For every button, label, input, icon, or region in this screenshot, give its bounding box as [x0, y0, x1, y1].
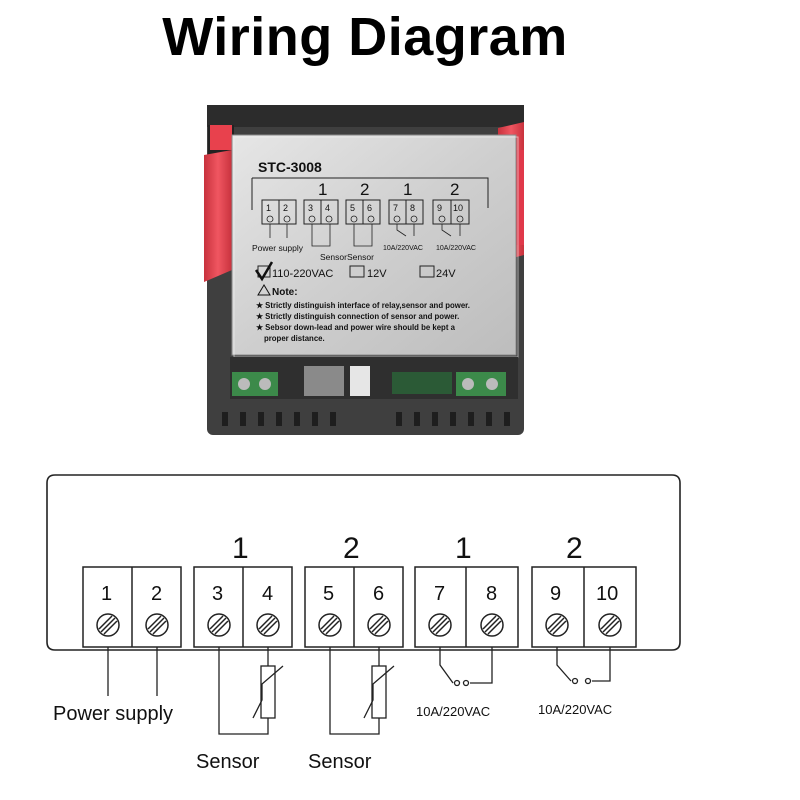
label-power-supply: Power supply — [252, 243, 304, 253]
label-terminal-6: 6 — [367, 203, 372, 213]
group-1-label: 1 — [232, 532, 249, 565]
screw-icon — [428, 613, 452, 637]
relay-group-2-label: 2 — [566, 532, 583, 565]
terminal-7-number: 7 — [434, 583, 445, 605]
screw-icon — [256, 613, 280, 637]
sensor-2-label: Sensor — [308, 751, 372, 773]
warning-icon — [257, 284, 271, 296]
label-terminal-8: 8 — [410, 203, 415, 213]
voltage-checkbox-24v — [419, 265, 435, 278]
housing-vents — [222, 412, 510, 426]
label-group-2: 2 — [360, 180, 369, 199]
note-line-1: ★ Strictly distinguish interface of rela… — [256, 301, 470, 310]
label-terminal-10: 10 — [453, 203, 463, 213]
relay-2-wiring — [556, 647, 611, 685]
label-terminal-4: 4 — [325, 203, 330, 213]
checkmark-icon — [254, 261, 274, 282]
sensor-1-wiring — [218, 647, 284, 735]
relay-2-label: 10A/220VAC — [538, 702, 612, 717]
terminal-3-number: 3 — [212, 583, 223, 605]
pcb-component — [304, 366, 344, 396]
note-line-2: ★ Strictly distinguish connection of sen… — [256, 312, 459, 321]
screw-icon — [145, 613, 169, 637]
terminal-8-number: 8 — [486, 583, 497, 605]
screw-icon — [207, 613, 231, 637]
voltage-option-110-220: 110-220VAC — [272, 268, 333, 280]
terminal-2-number: 2 — [151, 583, 162, 605]
voltage-checkbox-12v — [349, 265, 365, 278]
label-terminal-5: 5 — [350, 203, 355, 213]
device-label-plate — [231, 134, 517, 356]
note-title: Note: — [272, 287, 298, 298]
note-line-4: proper distance. — [264, 334, 325, 343]
wiring-schematic: 1 2 1 2 1 2 3 4 5 6 7 8 9 10 — [46, 474, 681, 773]
voltage-option-24v: 24V — [436, 268, 456, 280]
label-group-4: 2 — [450, 180, 459, 199]
relay-1-wiring — [439, 647, 493, 687]
label-relay-2: 10A/220VAC — [436, 245, 476, 252]
power-supply-label: Power supply — [53, 703, 173, 725]
schematic-outline — [46, 474, 681, 651]
terminal-5-number: 5 — [323, 583, 334, 605]
label-terminal-9: 9 — [437, 203, 442, 213]
label-frame — [252, 177, 489, 208]
label-terminal-3: 3 — [308, 203, 313, 213]
label-terminal-7: 7 — [393, 203, 398, 213]
label-group-3: 1 — [403, 180, 412, 199]
device-top-rim — [207, 105, 524, 127]
screw-icon — [545, 613, 569, 637]
left-mounting-clip — [204, 125, 234, 282]
relay-group-1-label: 1 — [455, 532, 472, 565]
label-relay-1: 10A/220VAC — [383, 245, 423, 252]
voltage-option-12v: 12V — [367, 268, 387, 280]
label-terminal-2: 2 — [283, 203, 288, 213]
device-photo: STC-3008 1 2 1 2 1 2 3 4 5 6 7 — [204, 105, 524, 435]
page-title: Wiring Diagram — [162, 7, 568, 67]
model-label: STC-3008 — [258, 159, 322, 175]
screw-icon — [318, 613, 342, 637]
label-terminal-block — [261, 199, 470, 225]
relay-1-label: 10A/220VAC — [416, 704, 490, 719]
terminal-1-number: 1 — [101, 583, 112, 605]
terminal-10-number: 10 — [596, 583, 618, 605]
power-supply-wires — [107, 647, 158, 696]
screw-icon — [367, 613, 391, 637]
terminal-6-number: 6 — [373, 583, 384, 605]
label-group-1: 1 — [318, 180, 327, 199]
label-sensor-1: Sensor — [320, 252, 347, 262]
label-terminal-1: 1 — [266, 203, 271, 213]
label-screws — [266, 215, 464, 223]
terminal-9-number: 9 — [550, 583, 561, 605]
screw-icon — [96, 613, 120, 637]
note-line-3: ★ Sebsor down-lead and power wire should… — [256, 323, 456, 332]
group-2-label: 2 — [343, 532, 360, 565]
sensor-2-wiring — [329, 647, 395, 735]
screw-icon — [480, 613, 504, 637]
terminal-4-number: 4 — [262, 583, 273, 605]
label-sensor-2: Sensor — [347, 252, 374, 262]
sensor-1-label: Sensor — [196, 751, 260, 773]
screw-icon — [598, 613, 622, 637]
